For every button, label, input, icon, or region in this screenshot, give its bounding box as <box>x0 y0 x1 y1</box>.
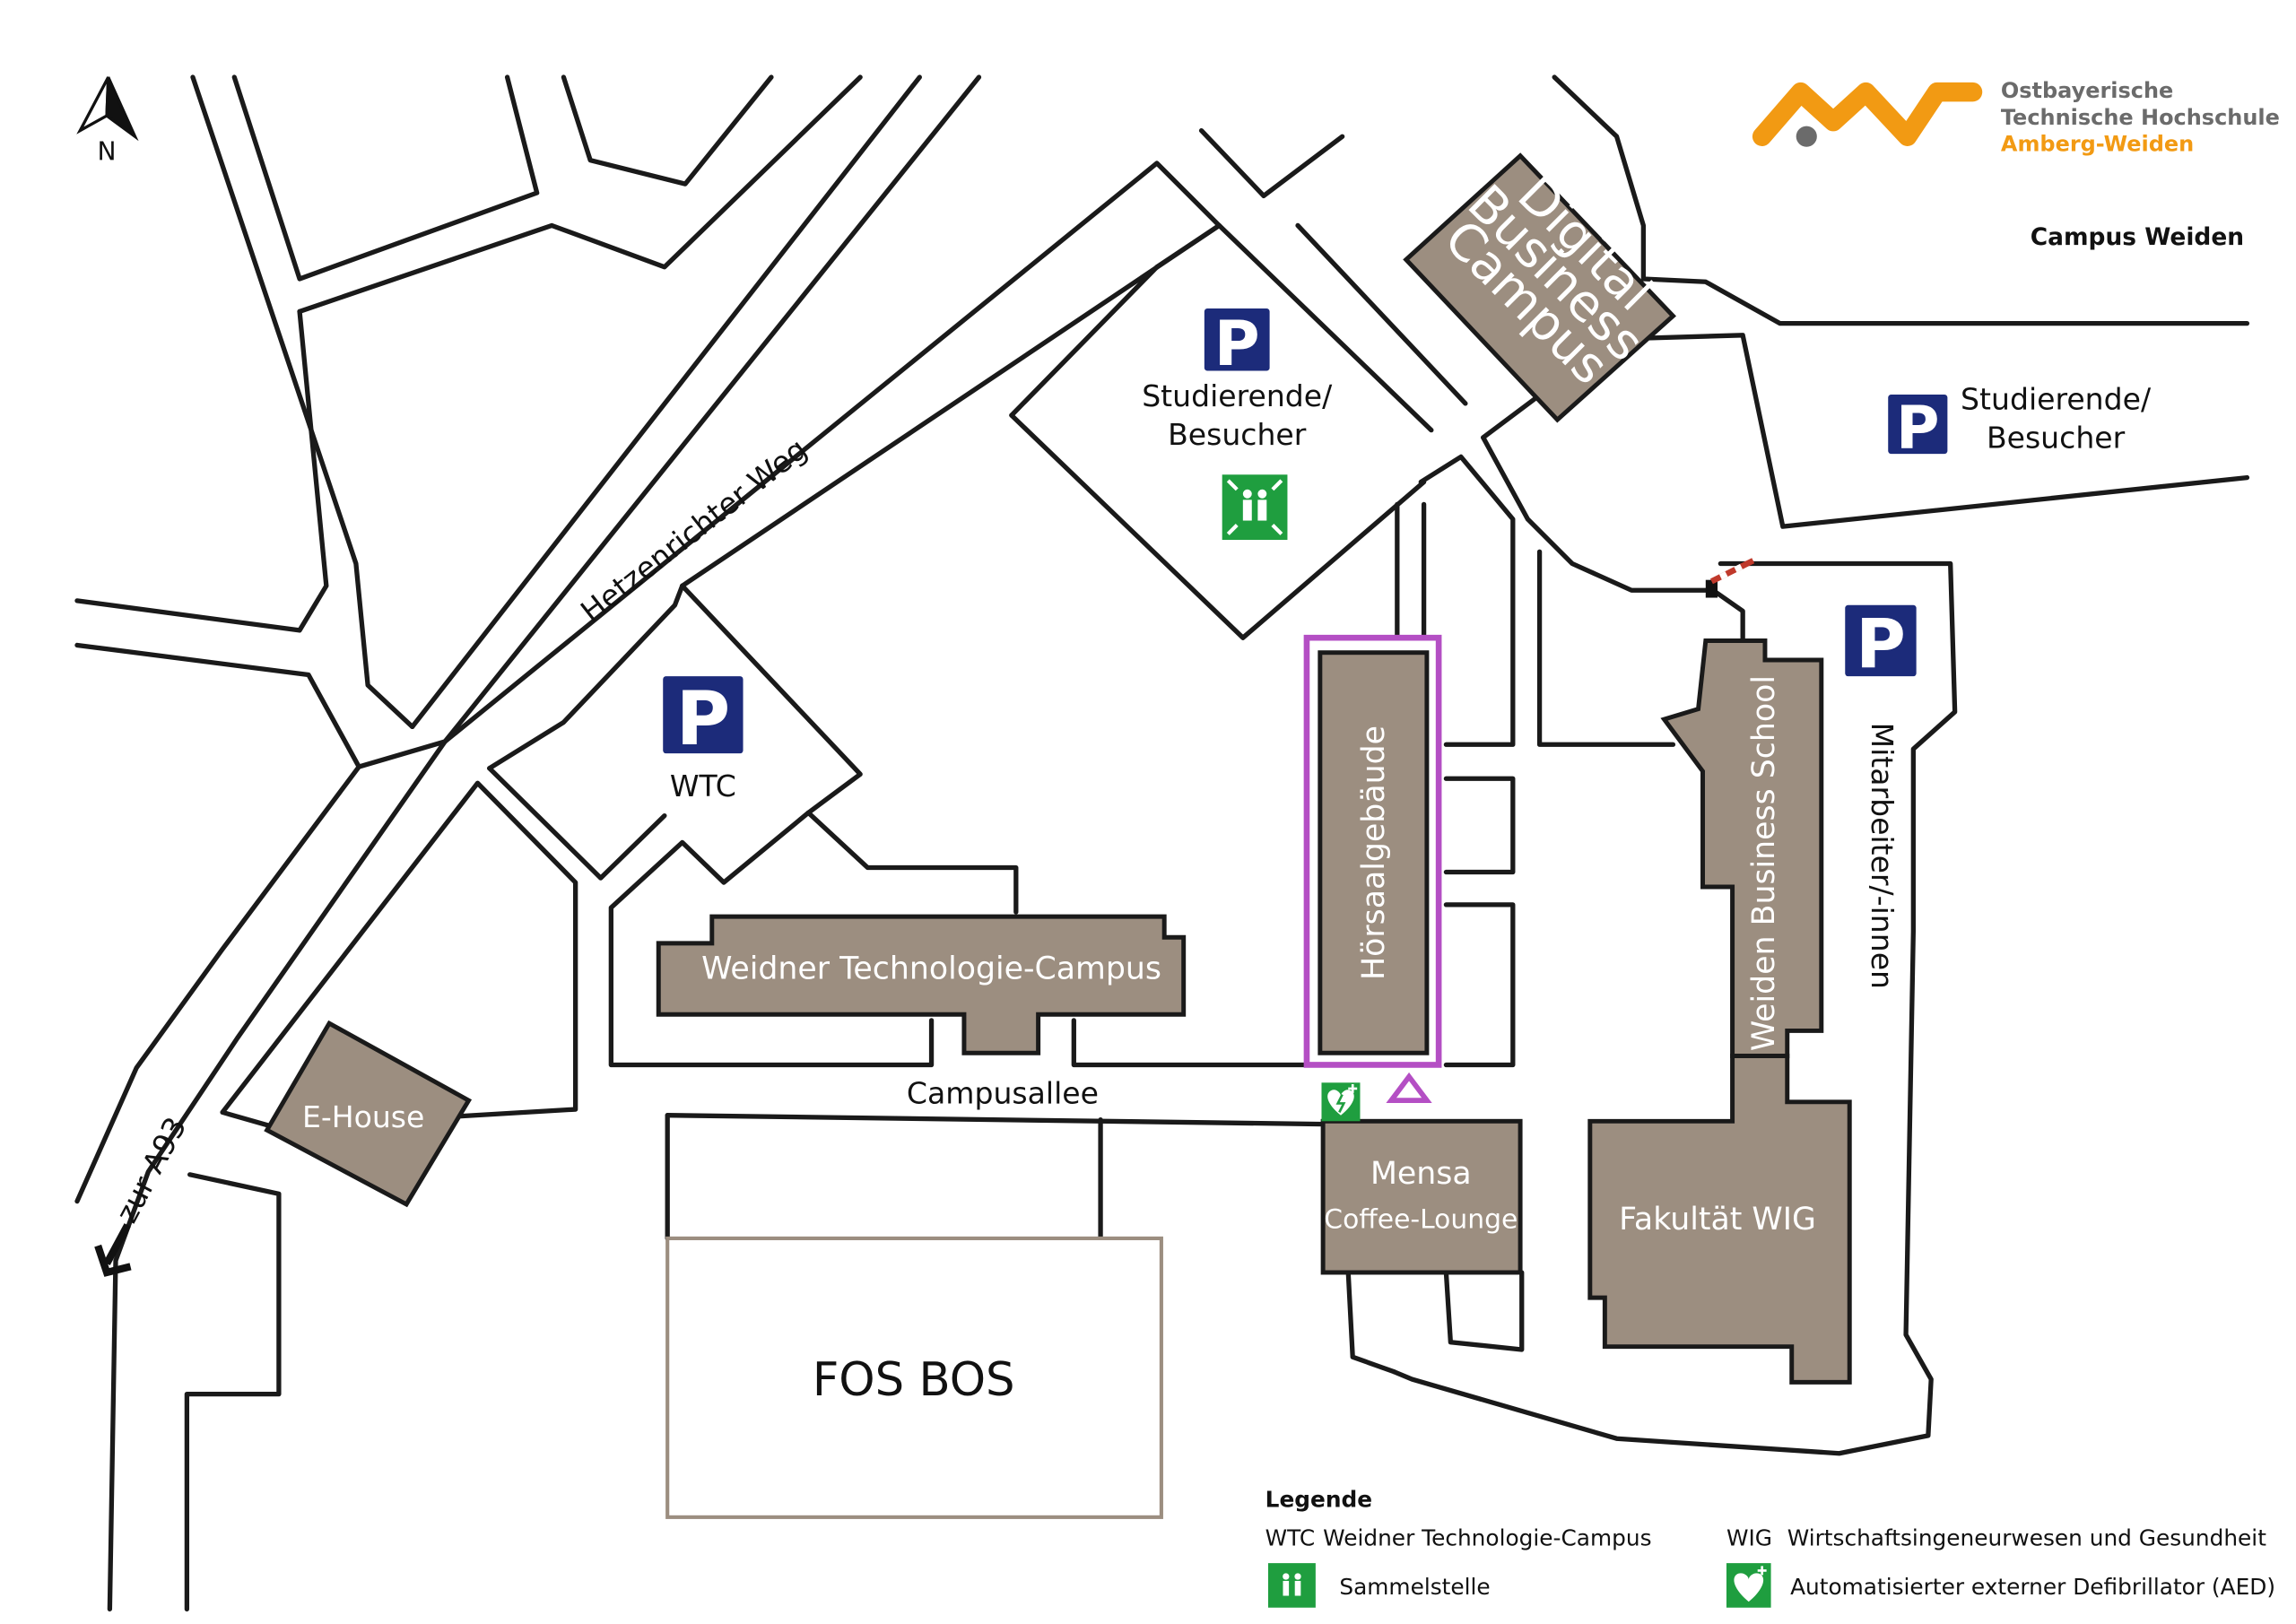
building-fakultaet-wig <box>1587 1054 1852 1385</box>
building-e-house <box>264 1020 473 1208</box>
parking-wtc-label: WTC <box>670 769 736 803</box>
svg-text:P: P <box>1856 604 1906 683</box>
barrier-gate <box>1705 558 1755 598</box>
legend-aed-text: Automatisierter externer Defibrillator (… <box>1790 1574 2275 1600</box>
entrance-marker <box>1386 1072 1432 1104</box>
svg-text:P: P <box>1214 308 1260 380</box>
building-hoersaalgebaeude <box>1318 650 1430 1055</box>
label-business-school: Weiden Business School <box>1746 675 1782 1051</box>
parking-east-label-2: Besucher <box>1987 421 2126 456</box>
assembly-point-icon <box>1222 474 1288 541</box>
arrow-a93-icon <box>94 1223 132 1277</box>
building-mensa <box>1320 1118 1523 1275</box>
legend: Legende WTC Weidner Technologie-Campus W… <box>1265 1486 2275 1608</box>
building-weidner-technologie-campus <box>656 914 1187 1055</box>
label-weidner: Weidner Technologie-Campus <box>701 951 1161 987</box>
parking-sign-wtc: P <box>663 676 744 762</box>
street-zur-a93: zur A93 <box>109 1111 193 1229</box>
legend-wig-abbr: WIG <box>1726 1524 1772 1550</box>
parking-sign-east: P <box>1888 394 1948 463</box>
building-weiden-business-school <box>1660 638 1824 1059</box>
legend-wtc-abbr: WTC <box>1265 1524 1316 1550</box>
legend-wtc-text: Weidner Technologie-Campus <box>1323 1524 1651 1550</box>
svg-text:P: P <box>1896 394 1939 463</box>
legend-wig-text: Wirtschaftsingeneurwesen und Gesundheit <box>1787 1524 2266 1550</box>
campus-title: Campus Weiden <box>2031 223 2244 251</box>
north-arrow-icon: N <box>76 76 139 167</box>
legend-aed-icon <box>1726 1563 1771 1608</box>
logo-line-1: Ostbayerische <box>2001 78 2173 103</box>
legend-title: Legende <box>1265 1486 1372 1512</box>
parking-staff-label: Mitarbeiter/-innen <box>1865 723 1900 989</box>
street-campusallee: Campusallee <box>907 1075 1099 1110</box>
road-network <box>74 74 2250 1612</box>
building-fos-bos <box>665 1236 1163 1519</box>
legend-assembly-icon <box>1267 1563 1316 1608</box>
label-hoersaal: Hörsaalgebäude <box>1356 725 1392 980</box>
building-digital-business-campus <box>1403 152 1676 423</box>
legend-assembly-text: Sammelstelle <box>1339 1574 1490 1600</box>
logo-line-2: Technische Hochschule <box>2001 105 2280 130</box>
parking-sign-north: P <box>1204 308 1270 380</box>
parking-north-label-2: Besucher <box>1168 417 1307 452</box>
hoersaal-highlight-frame <box>1303 634 1442 1068</box>
label-mensa: Mensa <box>1370 1156 1472 1192</box>
label-e-house: E-House <box>302 1099 424 1134</box>
label-coffee-lounge: Coffee-Lounge <box>1324 1203 1518 1235</box>
oth-logo: Ostbayerische Technische Hochschule Ambe… <box>1752 78 2280 157</box>
label-fakultaet: Fakultät WIG <box>1619 1202 1816 1238</box>
svg-text:P: P <box>676 676 731 762</box>
parking-east-label-1: Studierende/ <box>1961 382 2152 417</box>
parking-north-label-1: Studierende/ <box>1142 378 1333 413</box>
parking-sign-staff: P <box>1845 604 1917 683</box>
label-fos-bos: FOS BOS <box>813 1353 1015 1407</box>
logo-line-3: Amberg-Weiden <box>2001 132 2194 157</box>
aed-icon <box>1321 1082 1361 1122</box>
north-label: N <box>98 137 117 167</box>
